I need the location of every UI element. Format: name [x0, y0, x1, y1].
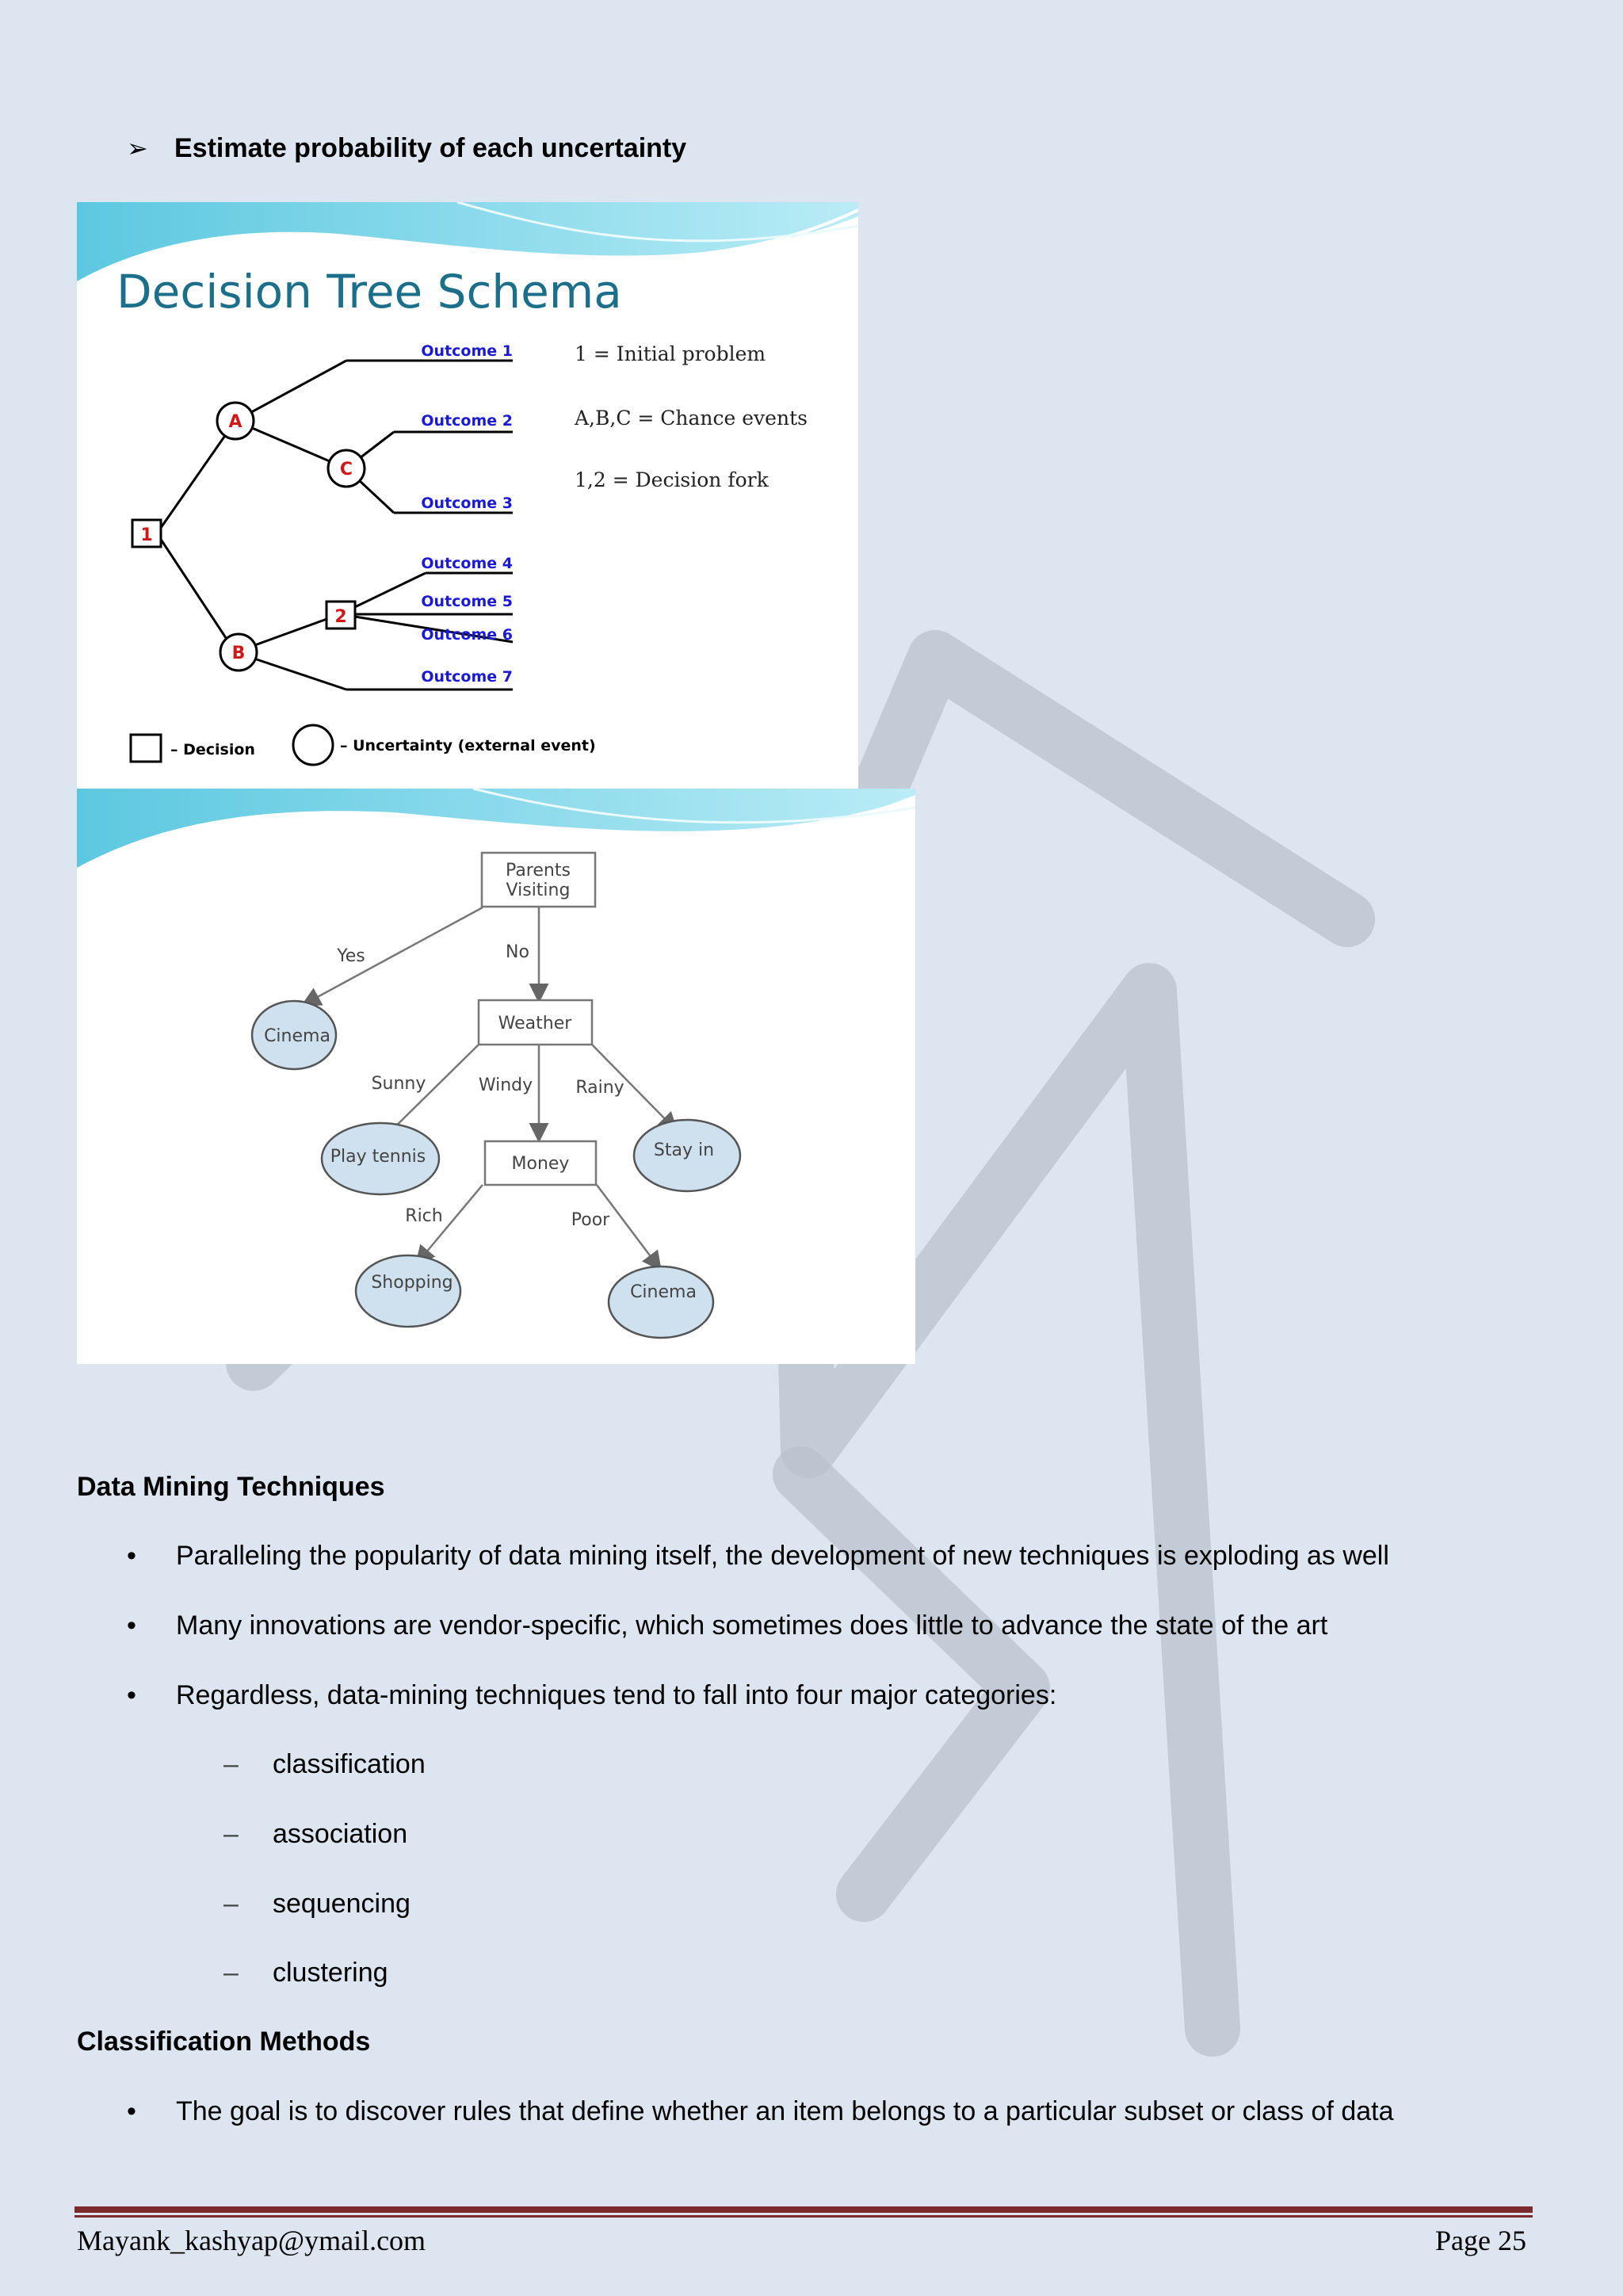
chance-node-c: C — [327, 449, 366, 488]
list-item: •Regardless, data-mining techniques tend… — [127, 1680, 1057, 1710]
root-node-parents-visiting: Parents Visiting — [480, 851, 597, 908]
bullet-dot-icon: • — [127, 1541, 136, 1571]
dash-bullet-icon: – — [223, 1819, 239, 1849]
outcome-label: Outcome 4 — [421, 555, 513, 572]
list-item: •Paralleling the popularity of data mini… — [127, 1541, 1389, 1571]
svg-text:Play tennis: Play tennis — [330, 1147, 426, 1167]
edge-label-sunny: Sunny — [372, 1074, 426, 1094]
svg-text:Cinema: Cinema — [264, 1026, 330, 1046]
decision-node-1: 1 — [131, 518, 162, 548]
svg-text:– Uncertainty (external event): – Uncertainty (external event) — [340, 737, 596, 755]
list-item: •The goal is to discover rules that defi… — [127, 2096, 1394, 2126]
svg-text:– Decision: – Decision — [170, 741, 255, 758]
edge-label-no: No — [506, 942, 529, 962]
footer-divider-thin — [74, 2215, 1533, 2218]
outcome-label: Outcome 6 — [421, 626, 513, 644]
legend: – Decision – Uncertainty (external event… — [129, 724, 596, 766]
footer-divider — [74, 2206, 1533, 2213]
legend-square-icon — [129, 733, 162, 763]
leaf-shopping — [354, 1254, 462, 1328]
dash-bullet-icon: – — [223, 1958, 239, 1988]
key-decision-fork: 1,2 = Decision fork — [575, 468, 769, 491]
svg-text:2: 2 — [334, 607, 346, 627]
footer-email: Mayank_kashyap@ymail.com — [77, 2225, 426, 2256]
outcome-label: Outcome 7 — [421, 668, 513, 686]
category-item: –association — [223, 1819, 408, 1849]
edge-label-rainy: Rainy — [575, 1078, 624, 1098]
arrow-bullet-icon: ➢ — [127, 134, 148, 162]
edge-label-yes: Yes — [336, 946, 365, 966]
bullet-dot-icon: • — [127, 2096, 136, 2126]
decision-node-2: 2 — [325, 600, 357, 630]
decision-tree-schema-diagram: Decision Tree Schema Outcome 1 Outcome 2… — [77, 202, 858, 766]
outcome-label: Outcome 3 — [421, 495, 513, 512]
list-item: •Many innovations are vendor-specific, w… — [127, 1610, 1328, 1641]
money-node: Money — [483, 1140, 598, 1186]
outcome-label: Outcome 1 — [421, 342, 513, 360]
svg-text:Money: Money — [512, 1154, 570, 1174]
svg-text:Shopping: Shopping — [371, 1273, 453, 1293]
key-initial-problem: 1 = Initial problem — [575, 342, 766, 365]
svg-text:1: 1 — [140, 525, 152, 545]
edge-label-poor: Poor — [571, 1210, 610, 1230]
leaf-play-tennis — [320, 1121, 441, 1196]
section-title-classification-methods: Classification Methods — [77, 2027, 371, 2057]
leaf-cinema-2 — [607, 1265, 715, 1339]
estimate-probability-bullet: ➢Estimate probability of each uncertaint… — [127, 133, 687, 163]
bullet-dot-icon: • — [127, 1610, 136, 1641]
header-wave — [77, 202, 858, 281]
dash-bullet-icon: – — [223, 1749, 239, 1779]
svg-text:Stay in: Stay in — [654, 1140, 714, 1160]
svg-text:A: A — [228, 412, 242, 432]
svg-text:C: C — [340, 460, 353, 479]
chance-node-b: B — [219, 632, 258, 672]
footer-page-number: Page 25 — [1435, 2225, 1526, 2256]
svg-text:Cinema: Cinema — [630, 1282, 697, 1302]
key-chance-events: A,B,C = Chance events — [574, 407, 808, 430]
leaf-cinema — [250, 999, 338, 1071]
dash-bullet-icon: – — [223, 1889, 239, 1919]
svg-text:Parents: Parents — [506, 861, 571, 881]
edge-label-windy: Windy — [479, 1075, 533, 1095]
chance-node-a: A — [216, 401, 255, 441]
weekend-decision-tree-diagram: Parents Visiting Weather Money Cinema Pl… — [77, 789, 915, 1339]
leaf-stay-in — [632, 1118, 742, 1193]
header-wave — [77, 789, 915, 868]
section-title-data-mining-techniques: Data Mining Techniques — [77, 1472, 385, 1502]
decision-tree-schema-figure: Decision Tree Schema Outcome 1 Outcome 2… — [77, 202, 858, 789]
edge-label-rich: Rich — [405, 1206, 442, 1226]
figure1-title: Decision Tree Schema — [116, 265, 622, 319]
bullet-dot-icon: • — [127, 1680, 136, 1710]
category-item: –classification — [223, 1749, 426, 1779]
weekend-decision-tree-figure: Parents Visiting Weather Money Cinema Pl… — [77, 789, 915, 1364]
category-item: –sequencing — [223, 1889, 411, 1919]
weather-node: Weather — [477, 999, 594, 1046]
category-item: –clustering — [223, 1958, 388, 1988]
outcome-label: Outcome 2 — [421, 412, 513, 430]
svg-text:Weather: Weather — [498, 1014, 573, 1033]
svg-text:Visiting: Visiting — [506, 881, 571, 900]
outcome-label: Outcome 5 — [421, 593, 513, 610]
svg-text:B: B — [232, 644, 246, 663]
legend-circle-icon — [292, 724, 334, 766]
